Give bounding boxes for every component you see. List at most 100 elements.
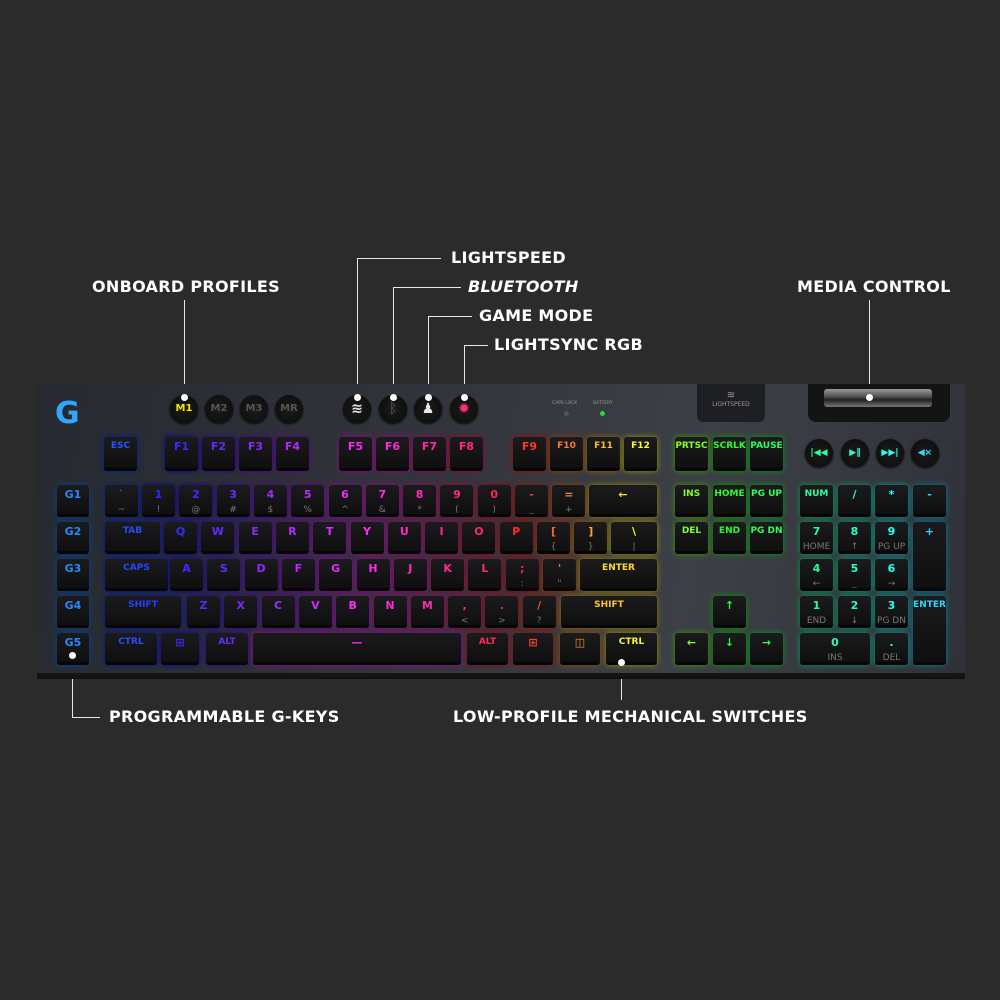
- key-1[interactable]: 1!: [142, 485, 175, 517]
- key-f2[interactable]: F2: [202, 437, 235, 471]
- key--[interactable]: →: [750, 633, 783, 665]
- key-g1[interactable]: G1: [57, 485, 89, 517]
- key-g2[interactable]: G2: [57, 522, 89, 554]
- profile-button-m3[interactable]: M3: [240, 395, 268, 423]
- key-f[interactable]: F: [281, 559, 315, 591]
- key-f7[interactable]: F7: [413, 437, 446, 471]
- key-6[interactable]: 6→: [875, 559, 908, 591]
- key--[interactable]: .>: [485, 596, 519, 628]
- profile-button-mr[interactable]: MR: [275, 395, 303, 423]
- key--[interactable]: /: [838, 485, 871, 517]
- key-ins[interactable]: INS: [675, 485, 708, 517]
- key-f5[interactable]: F5: [339, 437, 372, 471]
- key-m[interactable]: M: [410, 596, 444, 628]
- key-pg-up[interactable]: PG UP: [750, 485, 783, 517]
- key-alt[interactable]: ALT: [467, 633, 508, 665]
- key--[interactable]: '": [543, 559, 576, 591]
- key--[interactable]: ←: [589, 485, 657, 517]
- key-4[interactable]: 4←: [800, 559, 833, 591]
- key-2[interactable]: 2@: [179, 485, 213, 517]
- key-x[interactable]: X: [224, 596, 258, 628]
- key-l[interactable]: L: [468, 559, 502, 591]
- key--[interactable]: —: [253, 633, 461, 665]
- mute-icon[interactable]: ◀×: [911, 439, 939, 467]
- key-g[interactable]: G: [319, 559, 353, 591]
- key-d[interactable]: D: [244, 559, 278, 591]
- key-end[interactable]: END: [713, 522, 746, 554]
- key--[interactable]: /?: [522, 596, 556, 628]
- key-shift[interactable]: SHIFT: [561, 596, 657, 628]
- key-2[interactable]: 2↓: [838, 596, 871, 628]
- profile-button-m2[interactable]: M2: [205, 395, 233, 423]
- key--[interactable]: ↑: [713, 596, 746, 628]
- key--[interactable]: ←: [675, 633, 708, 665]
- key-f11[interactable]: F11: [587, 437, 620, 471]
- key-q[interactable]: Q: [164, 522, 197, 554]
- key-s[interactable]: S: [207, 559, 241, 591]
- key-z[interactable]: Z: [187, 596, 220, 628]
- key--[interactable]: *: [875, 485, 908, 517]
- key-b[interactable]: B: [336, 596, 370, 628]
- key--[interactable]: ⊞: [513, 633, 553, 665]
- key-pg-dn[interactable]: PG DN: [750, 522, 783, 554]
- key-8[interactable]: 8*: [403, 485, 437, 517]
- key-8[interactable]: 8↑: [838, 522, 871, 554]
- key-esc[interactable]: ESC: [104, 437, 137, 471]
- key-f8[interactable]: F8: [450, 437, 483, 471]
- key-g4[interactable]: G4: [57, 596, 89, 628]
- key-h[interactable]: H: [356, 559, 390, 591]
- key-home[interactable]: HOME: [713, 485, 746, 517]
- key-n[interactable]: N: [373, 596, 407, 628]
- key-g3[interactable]: G3: [57, 559, 89, 591]
- key--[interactable]: ]}: [574, 522, 608, 554]
- key-4[interactable]: 4$: [253, 485, 287, 517]
- key--[interactable]: [{: [537, 522, 570, 554]
- key-caps[interactable]: CAPS: [105, 559, 168, 591]
- key-f1[interactable]: F1: [165, 437, 198, 471]
- key-f3[interactable]: F3: [239, 437, 272, 471]
- key--[interactable]: ↓: [713, 633, 746, 665]
- key-f12[interactable]: F12: [624, 437, 657, 471]
- key-0[interactable]: 0): [477, 485, 511, 517]
- key-v[interactable]: V: [298, 596, 332, 628]
- key--[interactable]: \|: [611, 522, 657, 554]
- key-pause[interactable]: PAUSE: [750, 437, 783, 471]
- key--[interactable]: ,<: [448, 596, 482, 628]
- key-f4[interactable]: F4: [276, 437, 309, 471]
- key-shift[interactable]: SHIFT: [105, 596, 181, 628]
- volume-roller[interactable]: [824, 389, 932, 407]
- key-3[interactable]: 3#: [216, 485, 250, 517]
- key-w[interactable]: W: [201, 522, 235, 554]
- key--[interactable]: ◫: [560, 633, 600, 665]
- key-9[interactable]: 9(: [440, 485, 474, 517]
- key-5[interactable]: 5_: [838, 559, 871, 591]
- key-f10[interactable]: F10: [550, 437, 583, 471]
- key--[interactable]: +: [913, 522, 946, 591]
- key-u[interactable]: U: [387, 522, 421, 554]
- key-t[interactable]: T: [313, 522, 347, 554]
- key-tab[interactable]: TAB: [105, 522, 160, 554]
- key--[interactable]: ;:: [505, 559, 539, 591]
- key-del[interactable]: DEL: [675, 522, 708, 554]
- key-ctrl[interactable]: CTRL: [606, 633, 657, 665]
- key-enter[interactable]: ENTER: [580, 559, 657, 591]
- key-enter[interactable]: ENTER: [913, 596, 946, 665]
- key-num[interactable]: NUM: [800, 485, 833, 517]
- key--[interactable]: =+: [552, 485, 586, 517]
- key-j[interactable]: J: [393, 559, 427, 591]
- key-c[interactable]: C: [261, 596, 295, 628]
- key-r[interactable]: R: [275, 522, 309, 554]
- key-f9[interactable]: F9: [513, 437, 546, 471]
- key-6[interactable]: 6^: [328, 485, 362, 517]
- key-scrlk[interactable]: SCRLK: [713, 437, 746, 471]
- key-g5[interactable]: G5: [57, 633, 89, 665]
- key-ctrl[interactable]: CTRL: [105, 633, 157, 665]
- play-pause-icon[interactable]: ▶‖: [841, 439, 869, 467]
- key-p[interactable]: P: [499, 522, 533, 554]
- key-f6[interactable]: F6: [376, 437, 409, 471]
- key--[interactable]: ⊞: [161, 633, 199, 665]
